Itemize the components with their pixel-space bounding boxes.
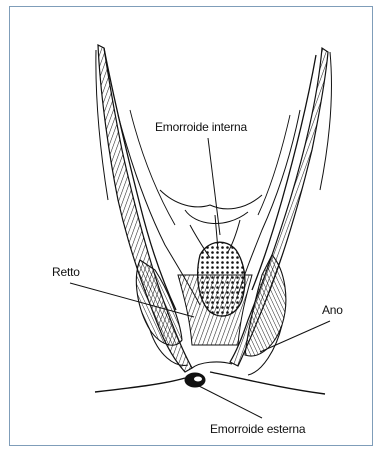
right-sphincter: [245, 255, 286, 356]
skin-surface: [95, 372, 325, 394]
leader-internal: [208, 138, 220, 235]
mucosal-folds: [160, 190, 262, 209]
leader-external: [197, 385, 262, 418]
label-rectum: Retto: [52, 265, 80, 279]
label-anus: Ano: [322, 303, 343, 317]
label-internal-hemorrhoid: Emorroide interna: [155, 120, 247, 134]
external-hemorrhoid: [185, 373, 205, 387]
label-external-hemorrhoid: Emorroide esterna: [210, 422, 305, 436]
leader-rectum: [70, 283, 194, 317]
